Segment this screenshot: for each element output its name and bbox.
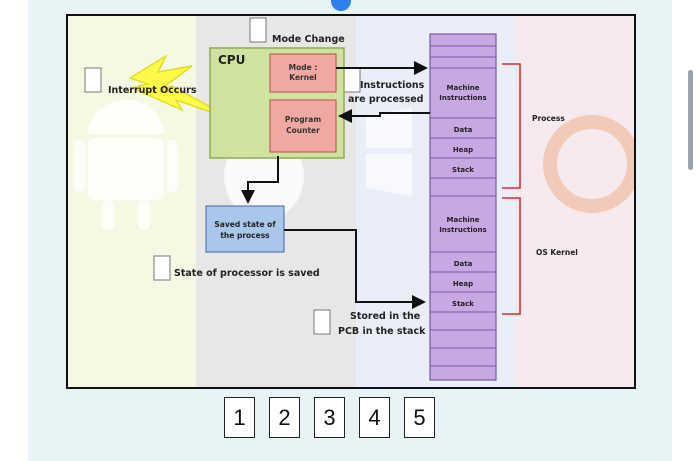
- answer-box-1[interactable]: 1: [224, 397, 255, 438]
- svg-text:Machine: Machine: [447, 84, 480, 92]
- mode-box-line1: Mode :: [289, 63, 318, 72]
- blank-box-stored[interactable]: [313, 309, 331, 335]
- windows-watermark-icon: [366, 108, 412, 196]
- blank-box-processor-saved[interactable]: [153, 255, 171, 281]
- answer-box-4[interactable]: 4: [359, 397, 390, 438]
- scrollbar[interactable]: [688, 70, 693, 170]
- program-counter-line2: Counter: [286, 126, 320, 135]
- answer-box-3[interactable]: 3: [314, 397, 345, 438]
- lightning-icon: [128, 53, 235, 121]
- ubuntu-watermark-icon: [543, 115, 634, 213]
- svg-text:Instructions: Instructions: [439, 226, 486, 234]
- process-label: Process: [532, 114, 565, 123]
- mem-process-data: Data: [454, 126, 473, 134]
- saved-state-box: [205, 205, 285, 253]
- program-counter-line1: Program: [285, 115, 321, 124]
- context-switch-diagram: Interrupt Occurs Mode Change CPU Mode : …: [66, 14, 636, 389]
- os-kernel-label: OS Kernel: [536, 248, 578, 257]
- process-bracket: [502, 63, 521, 189]
- mode-box-line2: Kernel: [289, 73, 316, 82]
- blank-box-mode-change[interactable]: [249, 17, 267, 43]
- answer-box-row: 1 2 3 4 5: [224, 397, 435, 438]
- saved-state-line2: the process: [220, 231, 270, 240]
- mem-process-stack: Stack: [452, 166, 474, 174]
- mem-os-heap: Heap: [453, 280, 473, 288]
- program-counter-box: [269, 99, 337, 153]
- svg-text:Machine: Machine: [447, 216, 480, 224]
- android-watermark-icon: [74, 100, 178, 230]
- mem-process-heap: Heap: [453, 146, 473, 154]
- flow-arrows: [241, 61, 430, 309]
- mode-change-label: Mode Change: [272, 34, 345, 45]
- cpu-title: CPU: [218, 53, 245, 67]
- answer-box-5[interactable]: 5: [404, 397, 435, 438]
- processor-saved-label: State of processor is saved: [174, 268, 320, 279]
- answer-box-2[interactable]: 2: [269, 397, 300, 438]
- stored-label-line1: Stored in the: [350, 311, 420, 322]
- blank-box-interrupt[interactable]: [84, 67, 102, 93]
- blank-box-instructions[interactable]: [343, 67, 361, 93]
- instructions-label-line1: Instructions: [360, 80, 425, 91]
- stored-label-line2: PCB in the stack: [338, 326, 426, 337]
- mode-box: [269, 53, 337, 93]
- memory-column: Machine Instructions Data Heap Stack Mac…: [429, 33, 497, 381]
- os-kernel-bracket: [502, 197, 521, 315]
- mem-os-data: Data: [454, 260, 473, 268]
- mem-os-stack: Stack: [452, 300, 474, 308]
- svg-text:Instructions: Instructions: [439, 94, 486, 102]
- interrupt-label: Interrupt Occurs: [108, 85, 197, 96]
- saved-state-line1: Saved state of: [214, 220, 276, 229]
- drag-handle[interactable]: [331, 0, 351, 11]
- instructions-label-line2: are processed: [348, 94, 424, 105]
